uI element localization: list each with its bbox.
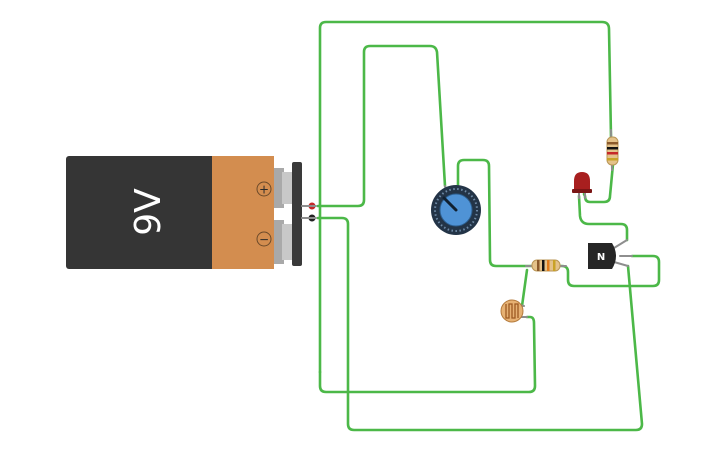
battery-terminal-plate [292,162,302,266]
battery-plus-marker [256,181,272,197]
battery-terminal-plus-base [274,168,284,208]
potentiometer-dial-ring [434,188,478,232]
transistor-lead-emitter [613,261,629,267]
battery-body [66,156,216,269]
resistor-band-1 [607,142,618,145]
wire-battery-plus-to-potentiometer[interactable] [316,44,447,208]
led-dome [574,172,590,191]
battery-plus-label: + [259,183,269,197]
transistor-body [588,243,616,269]
battery-minus-label: − [259,233,269,247]
photoresistor-track [505,303,519,319]
wire-ldr-to-battery-plus-loop[interactable] [318,315,537,394]
wire-led-to-transistor[interactable] [577,194,629,242]
battery-terminal-plus[interactable] [282,172,294,204]
battery-terminal-minus[interactable] [282,224,294,260]
led-rim [572,189,592,193]
resistor-band-4 [607,158,618,161]
resistor-base-band-4 [553,260,556,271]
transistor-lead-collector [613,239,628,249]
photoresistor[interactable] [500,299,528,323]
potentiometer[interactable] [431,185,481,235]
wires [316,20,661,432]
battery-label-panel [212,156,274,269]
battery-minus-marker [256,231,272,247]
wire-battery-minus-to-emitter[interactable] [316,216,644,432]
battery-voltage-label: 9V [128,188,169,236]
transistor-type-label: N [597,252,605,263]
potentiometer-indicator [442,196,458,212]
wire-resistor-to-transistor-base[interactable] [558,254,661,288]
battery-terminal-minus-base [274,220,284,264]
resistor-band-2 [607,147,618,150]
wire-top-loop-to-resistor[interactable] [318,20,613,374]
wire-ldr-to-junction[interactable] [520,268,529,308]
battery-9v[interactable]: 9V + − [66,156,317,269]
resistor-band-3 [607,152,618,155]
resistor-body [606,136,619,166]
resistor-base[interactable] [525,259,567,272]
resistor-base-body [531,259,561,272]
resistor-base-band-2 [542,260,545,271]
led-red[interactable] [572,172,592,199]
resistor-base-band-1 [537,260,540,271]
resistor-base-band-3 [547,260,550,271]
resistor-led-series[interactable] [606,129,619,171]
transistor-npn[interactable]: N [588,239,633,269]
wire-pot-wiper-to-resistor[interactable] [456,158,534,268]
